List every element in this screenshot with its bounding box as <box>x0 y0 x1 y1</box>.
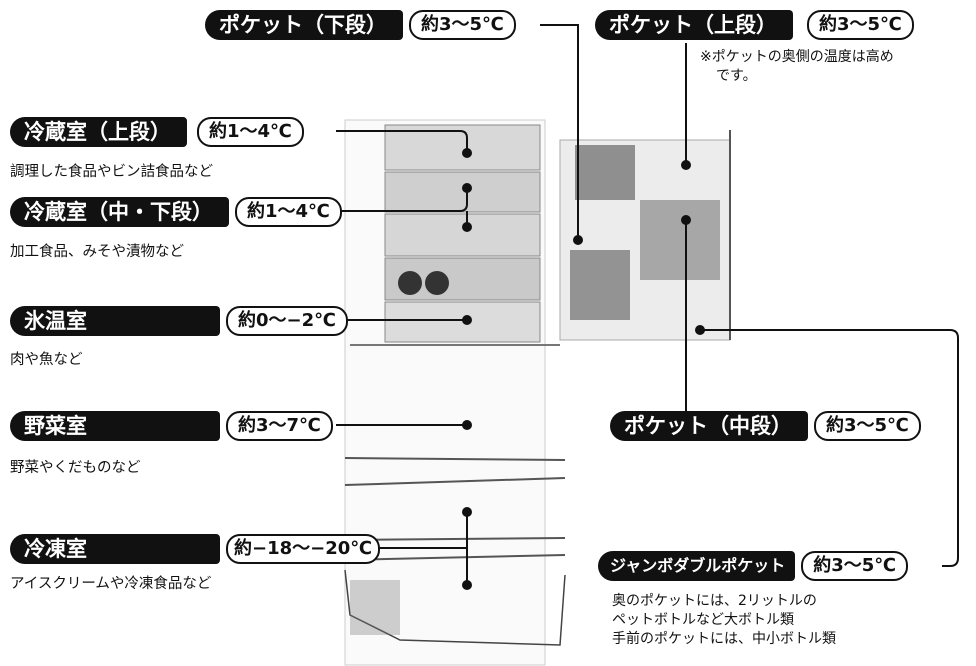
label-title: ポケット（下段） <box>205 10 403 40</box>
label-fridge-upper: 冷蔵室（上段） 約1～4℃ <box>10 117 304 147</box>
label-title: 野菜室 <box>10 411 220 441</box>
dot-jumbo <box>695 325 705 335</box>
fridge-mid-desc: 加工食品、みそや漬物など <box>10 244 184 260</box>
label-title: 冷蔵室（上段） <box>10 117 187 147</box>
label-temp: 約3～7℃ <box>226 411 333 441</box>
dot-freezer-2 <box>462 580 472 590</box>
label-freezer: 冷凍室 約−18～−20℃ <box>10 534 381 564</box>
label-title: ジャンボダブルポケット <box>598 551 796 581</box>
desc-line: 奥のポケットには、2リットルの <box>612 593 817 609</box>
label-title: 氷温室 <box>10 306 220 336</box>
label-jumbo: ジャンボダブルポケット 約3～5℃ <box>598 551 909 581</box>
dot-fridge-mid-2 <box>462 222 472 232</box>
refrigerator-illustration <box>344 119 731 666</box>
dot-freezer-1 <box>462 507 472 517</box>
label-fridge-mid: 冷蔵室（中・下段） 約1～4℃ <box>10 197 342 227</box>
label-vegetable: 野菜室 約3～7℃ <box>10 411 333 441</box>
vegetable-desc: 野菜やくだものなど <box>10 460 141 476</box>
label-pocket-upper: ポケット（上段） 約3～5℃ <box>595 10 914 40</box>
note-line: です。 <box>716 68 757 84</box>
fridge-upper-desc: 調理した食品やビン詰食品など <box>10 164 213 180</box>
dot-pocket-upper <box>681 160 691 170</box>
dot-vegetable <box>462 420 472 430</box>
label-temp: 約−18～−20℃ <box>226 534 381 564</box>
freezer-desc: アイスクリームや冷凍食品など <box>10 576 212 592</box>
label-temp: 約3～5℃ <box>409 10 516 40</box>
label-temp: 約3～5℃ <box>807 10 914 40</box>
label-pocket-lower: ポケット（下段） 約3～5℃ <box>205 10 516 40</box>
leader-dots <box>462 148 705 590</box>
label-title: ポケット（上段） <box>595 10 793 40</box>
dot-fridge-mid-1 <box>462 183 472 193</box>
dot-pocket-mid <box>681 215 691 225</box>
label-title: ポケット（中段） <box>610 411 808 441</box>
label-chilled: 氷温室 約0～−2℃ <box>10 306 348 336</box>
pocket-upper-note: ※ポケットの奥側の温度は高め です。 <box>700 48 894 86</box>
label-temp: 約3～5℃ <box>814 411 921 441</box>
label-title: 冷蔵室（中・下段） <box>10 197 229 227</box>
dot-fridge-upper <box>462 148 472 158</box>
note-line: ※ポケットの奥側の温度は高め <box>700 49 894 65</box>
label-title: 冷凍室 <box>10 534 220 564</box>
label-temp: 約1～4℃ <box>235 197 342 227</box>
dot-pocket-lower <box>573 235 583 245</box>
desc-line: 手前のポケットには、中小ボトル類 <box>612 631 836 647</box>
label-temp: 約1～4℃ <box>197 117 304 147</box>
label-pocket-mid: ポケット（中段） 約3～5℃ <box>610 411 921 441</box>
dot-chilled <box>462 315 472 325</box>
desc-line: ペットボトルなど大ボトル類 <box>612 612 794 628</box>
jumbo-desc: 奥のポケットには、2リットルの ペットボトルなど大ボトル類 手前のポケットには、… <box>612 592 836 649</box>
chilled-desc: 肉や魚など <box>10 352 83 368</box>
label-temp: 約0～−2℃ <box>226 306 348 336</box>
label-temp: 約3～5℃ <box>801 551 909 581</box>
